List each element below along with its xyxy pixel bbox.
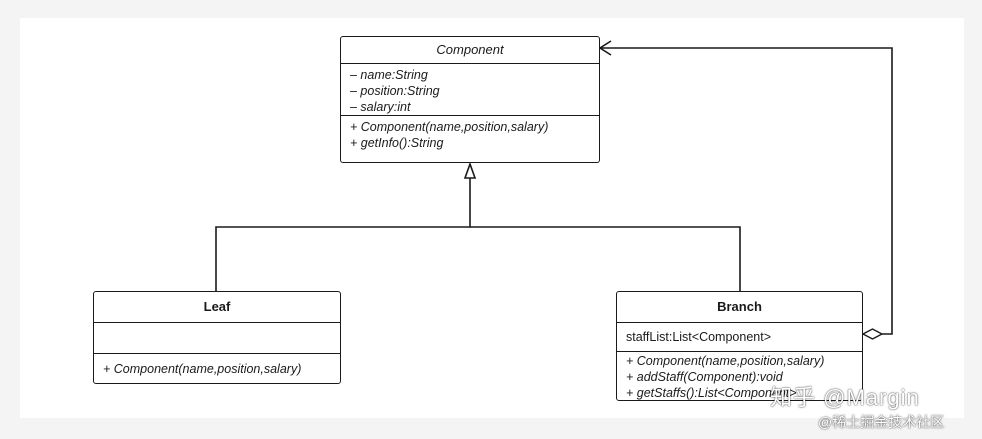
method-add-staff: + addStaff(Component):void <box>626 370 783 384</box>
class-component-name: Component <box>341 37 599 64</box>
method-constructor: + Component(name,position,salary) <box>103 362 302 376</box>
class-component-attributes: – name:String – position:String – salary… <box>341 64 599 116</box>
class-branch-name: Branch <box>617 292 862 323</box>
attribute-staff-list: staffList:List<Component> <box>626 330 771 344</box>
attribute-name: – name:String <box>350 68 428 82</box>
method-get-info: + getInfo():String <box>350 136 444 150</box>
class-leaf-methods: + Component(name,position,salary) <box>94 354 340 380</box>
method-constructor: + Component(name,position,salary) <box>626 354 825 368</box>
watermark-juejin: @稀土掘金技术社区 <box>818 414 945 430</box>
method-get-staffs: + getStaffs():List<Component> <box>626 386 797 400</box>
method-constructor: + Component(name,position,salary) <box>350 120 549 134</box>
class-component-methods: + Component(name,position,salary) + getI… <box>341 116 599 154</box>
attribute-position: – position:String <box>350 84 440 98</box>
watermark-zhihu: 知乎 @Margin <box>770 385 920 410</box>
class-leaf-name: Leaf <box>94 292 340 323</box>
class-component[interactable]: Component – name:String – position:Strin… <box>340 36 600 163</box>
class-branch-methods: + Component(name,position,salary) + addS… <box>617 352 862 404</box>
attribute-salary: – salary:int <box>350 100 411 114</box>
class-leaf[interactable]: Leaf + Component(name,position,salary) <box>93 291 341 384</box>
class-branch[interactable]: Branch staffList:List<Component> + Compo… <box>616 291 863 401</box>
class-branch-attributes: staffList:List<Component> <box>617 323 862 352</box>
class-leaf-attributes <box>94 323 340 354</box>
